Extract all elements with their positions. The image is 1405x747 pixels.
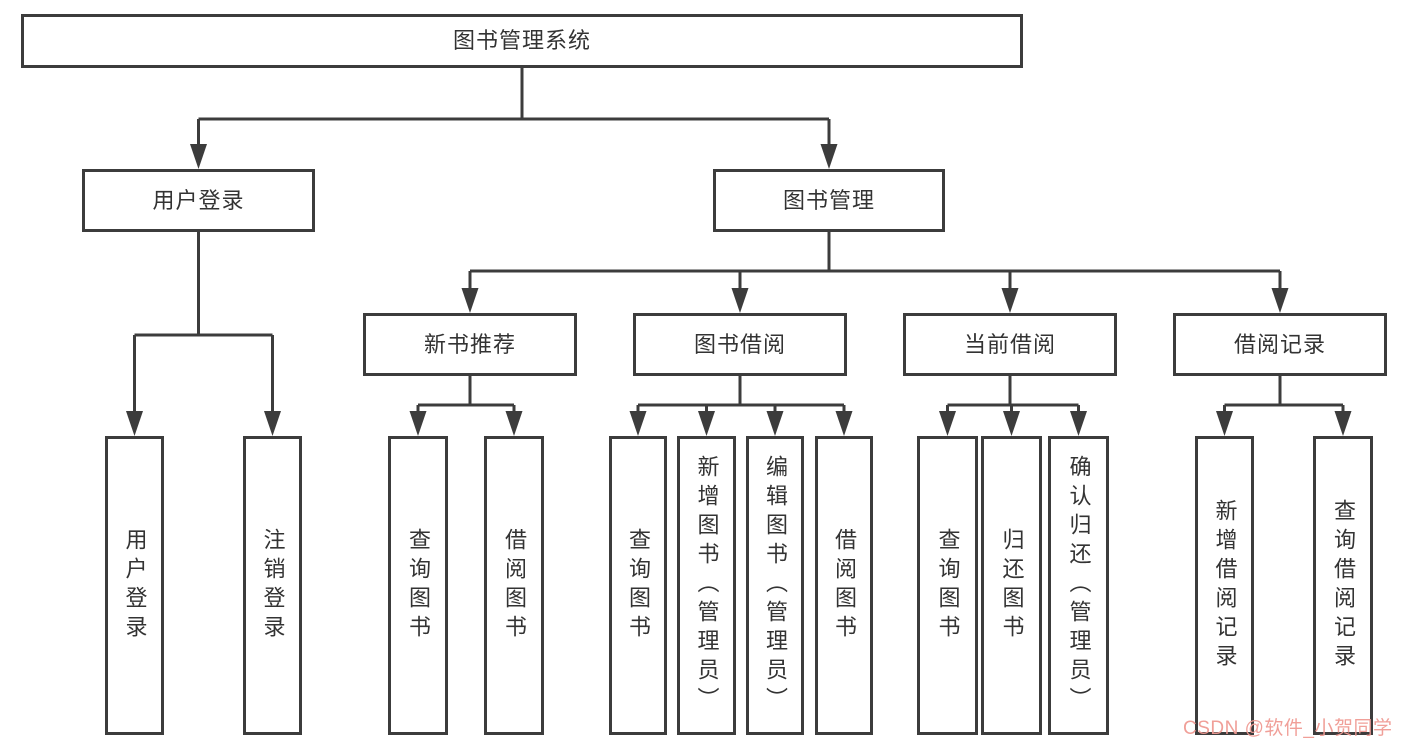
node-leaf-cb-confirm-return-admin-label: 确认归还（管理员）	[1066, 455, 1092, 716]
node-new-book-recommend-label: 新书推荐	[423, 331, 516, 357]
node-book-management-label: 图书管理	[782, 187, 875, 213]
node-leaf-br-add-record: 新增借阅记录	[1195, 436, 1254, 735]
node-leaf-cb-return-books-label: 归还图书	[999, 527, 1025, 644]
node-leaf-logout: 注销登录	[243, 436, 302, 735]
connector-new-book-children	[409, 376, 523, 436]
node-user-login: 用户登录	[82, 169, 315, 232]
node-leaf-nbr-query-books-label: 查询图书	[406, 527, 431, 644]
node-leaf-cb-query-books-label: 查询图书	[935, 527, 961, 644]
node-leaf-bb-add-books-admin: 新增图书（管理员）	[677, 436, 736, 735]
node-library-system: 图书管理系统	[21, 14, 1023, 68]
node-leaf-logout-label: 注销登录	[260, 527, 286, 644]
node-leaf-cb-query-books: 查询图书	[917, 436, 978, 735]
node-new-book-recommend: 新书推荐	[363, 313, 577, 376]
node-leaf-nbr-borrow-books-label: 借阅图书	[502, 527, 527, 644]
node-leaf-bb-query-books-label: 查询图书	[626, 527, 651, 644]
node-borrowing-records: 借阅记录	[1173, 313, 1387, 376]
node-leaf-user-login-label: 用户登录	[122, 527, 148, 644]
node-leaf-br-query-record-label: 查询借阅记录	[1331, 498, 1356, 673]
node-leaf-bb-edit-books-admin-label: 编辑图书（管理员）	[763, 455, 788, 716]
node-book-borrowing: 图书借阅	[633, 313, 847, 376]
connector-book-borrow-children	[629, 376, 853, 436]
connector-borrow-record-children	[1216, 376, 1352, 436]
connector-book-management-children	[461, 232, 1289, 313]
node-leaf-nbr-query-books: 查询图书	[388, 436, 448, 735]
node-leaf-bb-borrow-books-label: 借阅图书	[832, 527, 857, 644]
csdn-watermark: CSDN @软件_小贺同学	[1183, 718, 1393, 739]
node-current-borrowing-label: 当前借阅	[963, 331, 1056, 357]
connector-root-to-level2	[190, 68, 838, 169]
node-leaf-user-login: 用户登录	[105, 436, 164, 735]
connector-user-login-children	[126, 232, 281, 436]
node-leaf-cb-return-books: 归还图书	[981, 436, 1042, 735]
node-leaf-nbr-borrow-books: 借阅图书	[484, 436, 544, 735]
node-borrowing-records-label: 借阅记录	[1233, 331, 1326, 357]
node-library-system-label: 图书管理系统	[452, 28, 591, 53]
node-leaf-br-query-record: 查询借阅记录	[1313, 436, 1373, 735]
node-leaf-bb-edit-books-admin: 编辑图书（管理员）	[746, 436, 804, 735]
node-leaf-cb-confirm-return-admin: 确认归还（管理员）	[1048, 436, 1109, 735]
node-leaf-bb-borrow-books: 借阅图书	[815, 436, 873, 735]
node-leaf-bb-query-books: 查询图书	[609, 436, 667, 735]
node-leaf-br-add-record-label: 新增借阅记录	[1212, 498, 1238, 673]
connector-current-borrow-children	[939, 376, 1087, 436]
node-book-borrowing-label: 图书借阅	[693, 331, 786, 357]
node-user-login-label: 用户登录	[152, 187, 245, 213]
node-leaf-bb-add-books-admin-label: 新增图书（管理员）	[694, 455, 720, 716]
node-book-management: 图书管理	[713, 169, 945, 232]
node-current-borrowing: 当前借阅	[903, 313, 1117, 376]
